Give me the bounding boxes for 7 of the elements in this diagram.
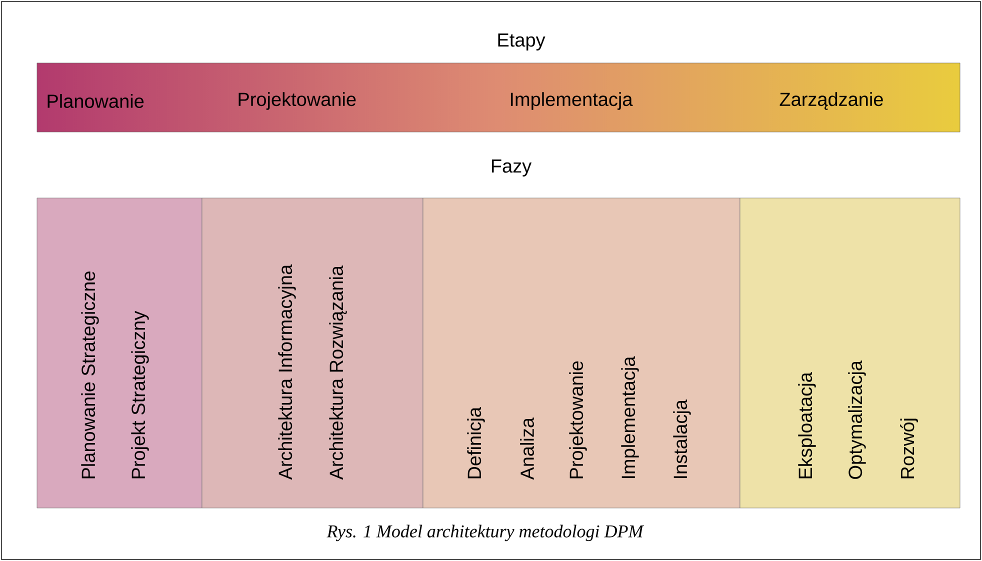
caption: Rys. 1 Model architektury metodologi DPM — [326, 524, 644, 542]
phase-panel: Planowanie Strategiczne Projekt Strategiczny — [36, 198, 202, 508]
phase-panel: Architektura Informacyjna Architektura Rozwiązania — [202, 198, 424, 508]
phase-panel: Definicja Analiza Projektowanie Implementacja Instalacja — [422, 198, 740, 508]
heading: Fazy — [492, 160, 532, 176]
stage-band: Planowanie Projektowanie Implementacja Zarządzanie — [36, 62, 960, 132]
phase-panel: Eksploatacja Optymalizacja Rozwój — [740, 198, 960, 508]
